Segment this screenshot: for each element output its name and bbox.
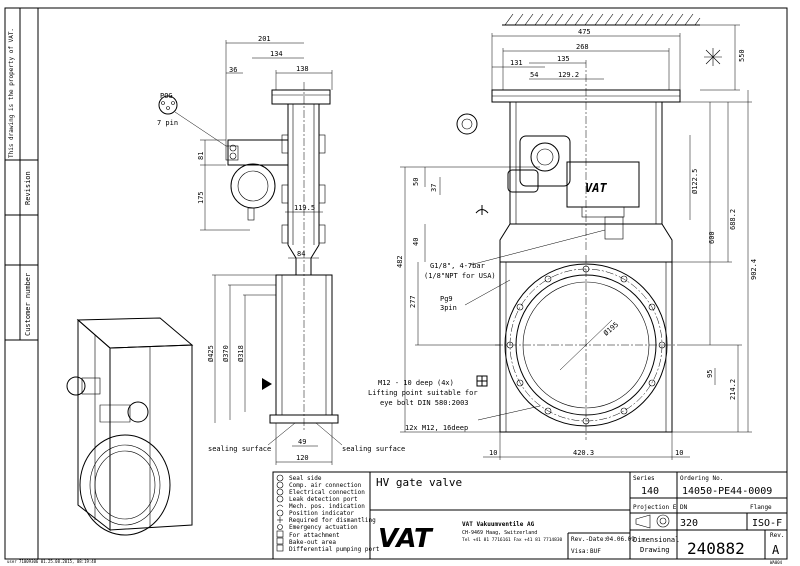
side-dim-201: 201 xyxy=(258,35,271,43)
drawing-number: 240882 xyxy=(687,539,745,558)
side-dim-84: 84 xyxy=(297,250,305,258)
dim-10-left: 10 xyxy=(489,449,497,457)
dim-d195: Ø195 xyxy=(602,321,620,338)
series-label: Series xyxy=(633,475,655,482)
side-dim-49: 49 xyxy=(298,438,306,446)
rev-date: 04.06.09 xyxy=(606,536,635,543)
lifting-note-3: eye bolt DIN 580:2003 xyxy=(380,399,469,407)
ordering-number: 14050-PE44-0009 xyxy=(682,486,772,497)
side-dim-138: 138 xyxy=(296,65,309,73)
vat-logo: VAT xyxy=(378,524,434,554)
pog-pins: 7 pin xyxy=(157,119,178,127)
dim-131: 131 xyxy=(510,59,523,67)
lifting-note-2: Lifting point suitable for xyxy=(368,389,478,397)
side-dim-d370: Ø370 xyxy=(222,345,230,362)
customer-number-label: Customer number xyxy=(24,273,32,336)
dim-600: 600 xyxy=(708,231,716,244)
dim-10-right: 10 xyxy=(675,449,683,457)
bolt-note: 12x M12, 16deep xyxy=(405,424,468,432)
dismantling-star-icon xyxy=(704,48,722,66)
series-value: 140 xyxy=(641,486,659,497)
lifting-note-1: M12 - 10 deep (4x) xyxy=(378,379,454,387)
drawing-label: Drawing xyxy=(640,546,670,554)
legend-item: Leak detection port xyxy=(289,496,358,503)
revision-label: Revision xyxy=(24,171,32,205)
ordering-label: Ordering No. xyxy=(680,475,723,482)
air-connection-2: (1/8"NPT for USA) xyxy=(424,272,496,280)
dim-40: 40 xyxy=(412,238,420,246)
side-dim-81: 81 xyxy=(197,152,205,160)
legend-list: Seal side Comp. air connection Electrica… xyxy=(289,475,380,553)
legend-item: Differential pumping port xyxy=(289,546,380,553)
sealing-surface-right: sealing surface xyxy=(342,445,405,453)
dn-value: 320 xyxy=(680,518,698,529)
dim-688-2: 688.2 xyxy=(729,209,737,230)
rev-date-label: Rev.-Date: xyxy=(571,536,607,543)
legend-item: Comp. air connection xyxy=(289,482,362,489)
company-address: CH-9469 Haag, Switzerland xyxy=(462,530,537,536)
actuator-logo: VAT xyxy=(585,181,607,195)
dim-902-4: 902.4 xyxy=(750,259,758,280)
projection-label: Projection E xyxy=(633,504,677,511)
property-note: This drawing is the property of VAT. xyxy=(8,28,15,158)
paper-format: WA004 xyxy=(770,560,783,565)
title-block xyxy=(272,471,788,560)
pog-label: POG xyxy=(160,92,173,100)
side-dim-d425: Ø425 xyxy=(207,345,215,362)
dim-550: 550 xyxy=(738,49,746,62)
side-view xyxy=(158,40,343,465)
side-dim-119-5: 119.5 xyxy=(294,204,315,212)
dim-129-2: 129.2 xyxy=(558,71,579,79)
side-dim-134: 134 xyxy=(270,50,283,58)
dim-d122-5: Ø122.5 xyxy=(691,169,699,194)
dim-475: 475 xyxy=(578,28,591,36)
drawing-title: HV gate valve xyxy=(376,476,462,489)
legend-item: Required for dismantling xyxy=(289,517,376,524)
company-phone: Tel +41 81 7716161 Fax +41 81 7714830 xyxy=(462,537,563,543)
legend-item: Mech. pos. indication xyxy=(289,503,365,510)
legend-item: Emergency actuation xyxy=(289,524,358,531)
legend-item: Position indicator xyxy=(289,510,354,517)
dim-277: 277 xyxy=(409,295,417,308)
seal-side-icon xyxy=(456,113,478,135)
visa-label: Visa: xyxy=(571,548,589,555)
dim-54: 54 xyxy=(530,71,538,79)
side-dim-d318: Ø318 xyxy=(237,345,245,362)
isometric-view xyxy=(66,317,194,536)
visa: BUF xyxy=(590,548,601,555)
front-view: VAT xyxy=(400,13,752,460)
legend-item: Bake-out area xyxy=(289,539,336,546)
sealing-surface-left: sealing surface xyxy=(208,445,271,453)
legend-item: Electrical connection xyxy=(289,489,365,496)
company-name: VAT Vakuumventile AG xyxy=(462,521,535,528)
side-dim-36: 36 xyxy=(229,66,237,74)
dim-214-2: 214.2 xyxy=(729,379,737,400)
side-dim-120: 120 xyxy=(296,454,309,462)
plot-stamp: user 71009306 01.25.08.2015, 08:19:48 xyxy=(7,559,97,564)
rev-label: Rev. xyxy=(770,532,784,539)
dimensional-label: Dimensional xyxy=(633,536,679,544)
rev-value: A xyxy=(772,543,780,557)
dim-95: 95 xyxy=(706,370,714,378)
flange-value: ISO-F xyxy=(752,518,782,529)
pg9-label: Pg9 xyxy=(440,295,453,303)
dim-135: 135 xyxy=(557,55,570,63)
legend-item: For attachment xyxy=(289,532,340,539)
dim-37: 37 xyxy=(430,184,438,192)
side-dim-175: 175 xyxy=(197,191,205,204)
dim-268: 268 xyxy=(576,43,589,51)
dim-482: 482 xyxy=(396,255,404,268)
pg9-pins: 3pin xyxy=(440,304,457,312)
dim-420-3: 420.3 xyxy=(573,449,594,457)
dim-50: 50 xyxy=(412,178,420,186)
air-connection-1: G1/8", 4-7bar xyxy=(430,262,485,270)
legend-item: Seal side xyxy=(289,475,322,482)
dn-label: DN xyxy=(680,504,688,511)
flange-label: Flange xyxy=(750,504,772,511)
